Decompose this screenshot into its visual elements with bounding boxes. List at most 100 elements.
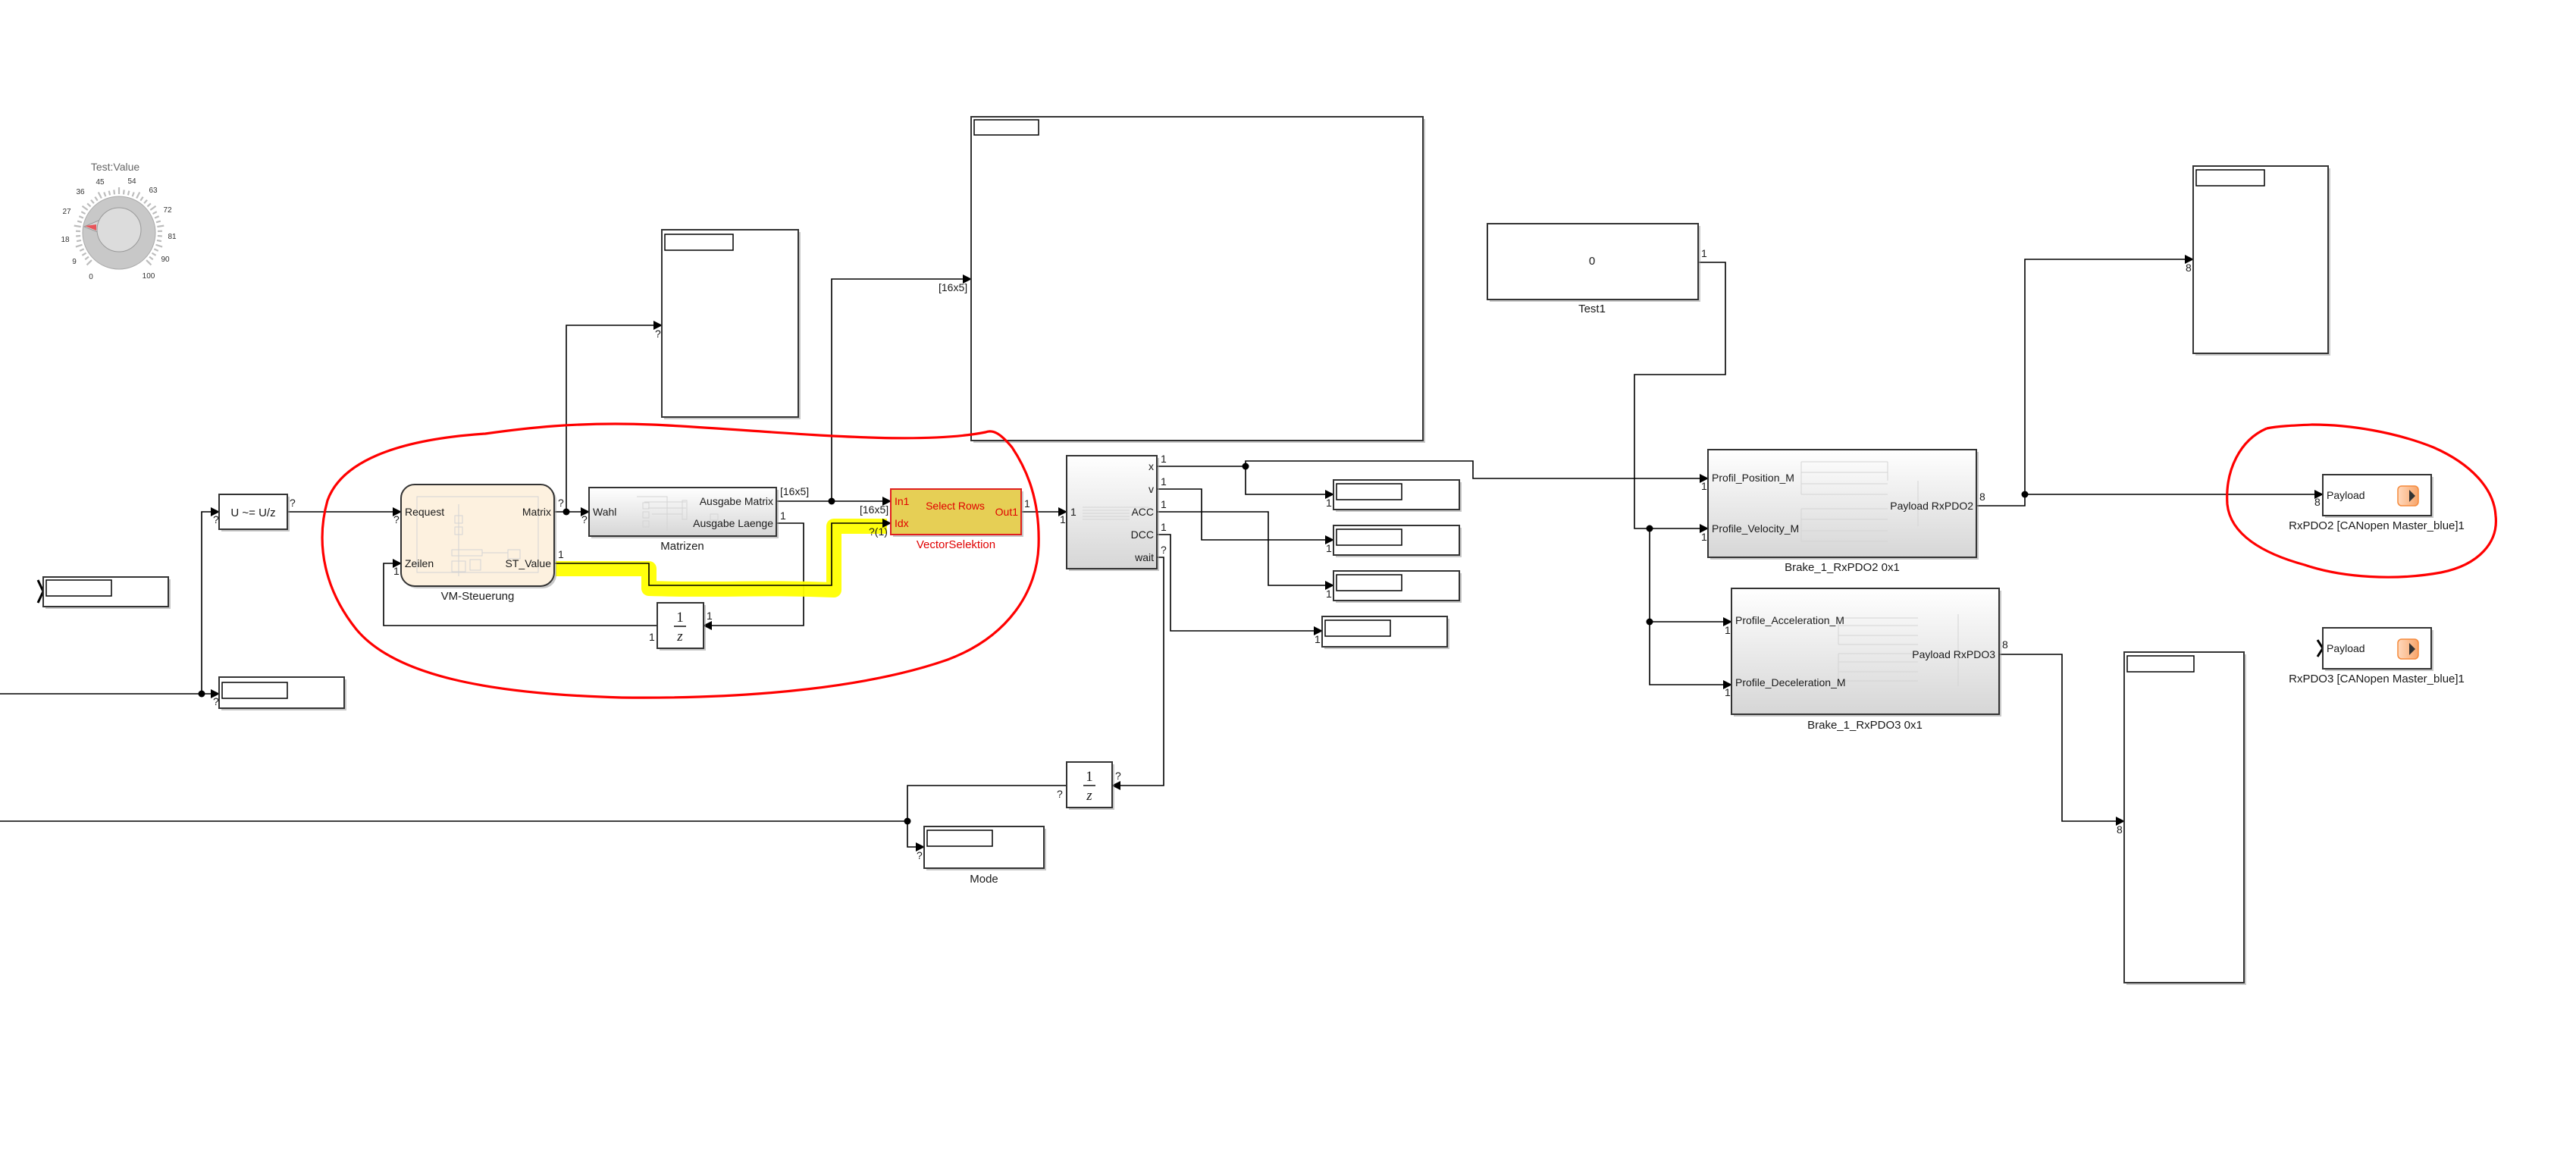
dim-label: 1 — [1326, 542, 1332, 554]
subsystem-preview — [637, 496, 719, 531]
dim-label: ? — [393, 513, 400, 525]
dim-label: 1 — [707, 610, 713, 622]
knob-tick — [94, 196, 99, 202]
signal-line[interactable] — [907, 785, 1067, 851]
knob-tick — [103, 192, 107, 197]
subsystem-preview — [1838, 614, 1959, 686]
canopen-icon — [2397, 638, 2419, 660]
port-payload: Payload — [2327, 489, 2365, 501]
junction-dot — [198, 690, 205, 698]
knob-tick — [151, 252, 157, 256]
delay-numerator: 1 — [1086, 769, 1093, 785]
knob-tick — [108, 190, 111, 196]
dim-label: 8 — [2117, 823, 2123, 836]
scope-block-right-top[interactable] — [2192, 165, 2330, 356]
dim-label: ? — [1057, 788, 1063, 800]
canopen-rxpdo3-block[interactable]: Payload RxPDO3 [CANopen Master_blue]1 — [2289, 627, 2465, 685]
dim-label: 8 — [2314, 496, 2321, 508]
display-block-v[interactable] — [1333, 525, 1462, 557]
scope-block-top-left[interactable] — [661, 229, 801, 419]
dim-label: ? — [655, 328, 661, 340]
red-annotation-circle-main — [321, 422, 1040, 699]
port-zeilen: Zeilen — [405, 557, 434, 569]
display-block-acc[interactable] — [1333, 570, 1462, 603]
signal-line[interactable] — [566, 321, 663, 512]
signal-line[interactable] — [1999, 654, 2125, 826]
signal-line[interactable] — [1649, 528, 1732, 689]
knob-tick — [81, 252, 87, 256]
port-wait: wait — [1134, 551, 1154, 563]
brake-rxpdo3-subsystem[interactable]: Profile_Acceleration_M Profile_Decelerat… — [1731, 588, 2001, 732]
dim-label: 1 — [780, 510, 786, 522]
scope-block-large[interactable] — [970, 116, 1425, 443]
scope-block-right-bottom[interactable] — [2123, 651, 2246, 985]
signal-line[interactable] — [703, 522, 804, 630]
rxpdo2-canopen-label: RxPDO2 [CANopen Master_blue]1 — [2289, 519, 2465, 532]
dim-label: ? — [1161, 544, 1167, 556]
junction-dot — [828, 497, 835, 505]
unit-delay-block[interactable]: 1 z — [657, 602, 706, 651]
dim-label: ? — [213, 695, 219, 707]
signal-line[interactable] — [2024, 255, 2194, 494]
knob-test-value[interactable]: Test:Value 0 9 18 27 36 45 54 63 72 81 9… — [61, 161, 177, 281]
knob-tick — [90, 199, 95, 204]
signal-line-v[interactable] — [1157, 488, 1334, 544]
port-x: x — [1149, 460, 1154, 472]
knob-tick — [127, 190, 130, 196]
knob-tick-label: 63 — [149, 187, 158, 195]
signal-line-dcc[interactable] — [1157, 534, 1323, 635]
signal-line-x[interactable] — [1157, 460, 1709, 483]
signal-line[interactable] — [1976, 490, 2324, 507]
brake-rxpdo2-subsystem[interactable]: Profil_Position_M Profile_Velocity_M Pay… — [1707, 449, 1979, 574]
dim-label: 1 — [1060, 513, 1066, 525]
display-block-x[interactable] — [1333, 479, 1462, 512]
compare-block[interactable]: U ~= U/z — [218, 494, 290, 532]
signal-line[interactable] — [1245, 466, 1334, 499]
matrizen-subsystem[interactable]: Wahl Ausgabe Matrix Ausgabe Laenge Matri… — [588, 487, 779, 553]
display-block-mode[interactable]: Mode — [923, 826, 1046, 886]
vector-selektion-label: VectorSelektion — [917, 538, 995, 551]
knob-tick — [136, 192, 141, 199]
canopen-rxpdo2-block[interactable]: Payload RxPDO2 [CANopen Master_blue]1 — [2289, 474, 2465, 532]
vm-steuerung-chart[interactable]: Request Zeilen Matrix ST_Value VM-Steuer… — [400, 484, 556, 603]
vector-selektion-block[interactable]: In1 Idx Out1 Select Rows VectorSelektion — [890, 488, 1023, 551]
knob-tick — [74, 224, 81, 228]
dim-label: ? — [581, 513, 588, 525]
knob-tick-label: 45 — [96, 178, 105, 187]
knob-dial[interactable] — [96, 207, 142, 252]
parameter-demux-subsystem[interactable]: 1 x v ACC DCC wait — [1066, 455, 1159, 571]
port-profil-position: Profil_Position_M — [1712, 472, 1794, 484]
knob-tick-label: 81 — [168, 233, 177, 241]
knob-tick-label: 36 — [76, 188, 85, 196]
knob-tick-label: 100 — [143, 272, 155, 281]
port-st-value: ST_Value — [506, 557, 552, 569]
compare-block-label: U ~= U/z — [230, 507, 275, 519]
knob-tick — [80, 211, 86, 215]
dim-label: 1 — [1725, 686, 1731, 698]
test1-constant-block[interactable]: 0 Test1 — [1487, 223, 1700, 315]
port-profile-deceleration: Profile_Deceleration_M — [1735, 676, 1846, 688]
delay-denominator: z — [676, 629, 683, 644]
knob-tick — [155, 243, 163, 248]
delay-numerator: 1 — [676, 610, 684, 626]
knob-tick — [156, 239, 162, 243]
display-block-left[interactable] — [36, 576, 171, 609]
signal-line[interactable] — [383, 559, 657, 626]
port-payload-rxpdo3: Payload RxPDO3 — [1912, 648, 1995, 660]
display-block-bottom-left[interactable] — [218, 676, 346, 710]
junction-dot — [904, 817, 911, 825]
display-block-dcc[interactable] — [1321, 616, 1449, 649]
knob-tick — [131, 192, 135, 197]
signal-line[interactable] — [831, 274, 972, 501]
knob-tick — [79, 248, 85, 252]
unit-delay-block-bottom[interactable]: 1 z — [1066, 761, 1114, 810]
dim-label: 8 — [1979, 491, 1985, 503]
play-icon — [2409, 490, 2415, 502]
signal-line-st-value[interactable] — [554, 519, 892, 586]
signal-line[interactable] — [201, 507, 220, 694]
signal-line-acc[interactable] — [1157, 511, 1334, 590]
port-matrix: Matrix — [522, 506, 551, 518]
signal-line-wait[interactable] — [1111, 557, 1164, 790]
knob-pointer-mark — [85, 224, 96, 231]
